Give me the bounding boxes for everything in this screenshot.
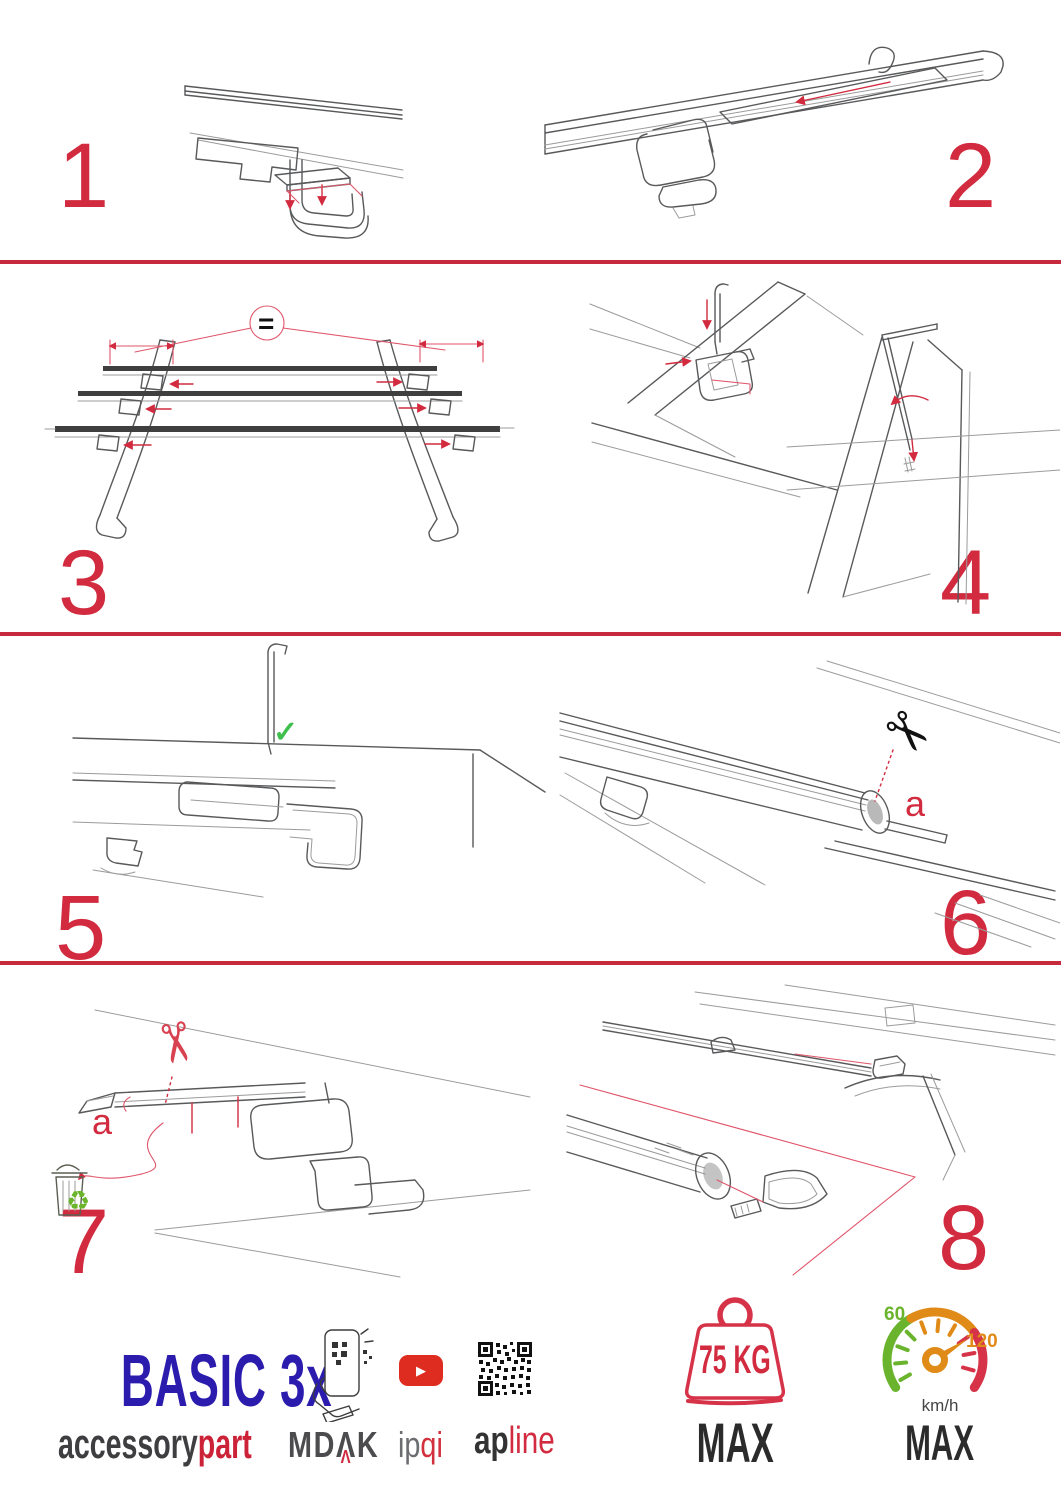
apline-text: apline (474, 1420, 555, 1463)
apline-black: ap (474, 1420, 509, 1462)
section-divider-2 (0, 632, 1061, 636)
strip-label-a: a (905, 783, 926, 824)
apline-logo: apline (474, 1420, 578, 1463)
clamp-feet (96, 373, 476, 452)
arrows-right (890, 395, 929, 462)
check-icon: ✓ (273, 716, 299, 749)
scan-phone-icon (312, 1328, 374, 1422)
bar-underside (114, 1082, 330, 1108)
clamp (695, 348, 755, 401)
step-5-illustration (72, 643, 546, 898)
step-4-number: 4 (940, 532, 992, 634)
brand-red: part (197, 1420, 252, 1467)
brand-black: accessory (58, 1420, 198, 1467)
youtube-play-glyph: ▶ (416, 1363, 426, 1378)
rail-clamp (844, 1055, 966, 1181)
qr-code (476, 1340, 534, 1398)
roof-underside (94, 1009, 531, 1278)
mdak-pre: MD (288, 1424, 336, 1465)
equal-spacing-badge: = (258, 308, 275, 339)
roof-rails (559, 660, 1060, 948)
equal-spacing-guides (108, 305, 485, 365)
roof-edge (184, 85, 404, 179)
sliding-strip (719, 67, 948, 125)
ipqi-gray: ip (398, 1424, 421, 1465)
clamp (636, 118, 717, 219)
max-weight-icon (684, 1297, 786, 1406)
clamp (250, 1098, 425, 1215)
brand-logo: accessorypart (58, 1420, 343, 1468)
apline-red: line (508, 1420, 555, 1462)
end-cap-piece (730, 1169, 828, 1219)
roof-underside (72, 737, 546, 898)
brand-text: accessorypart (58, 1420, 252, 1468)
recycle-icon: ♻ (66, 1186, 91, 1216)
scissors-red-icon: ✂ (141, 1015, 209, 1071)
step-7-number: 7 (58, 1191, 110, 1293)
max-weight-label: MAX (655, 1410, 815, 1475)
arrows-left (665, 299, 751, 395)
mdak-caret-main: Λ (336, 1424, 357, 1465)
weight-max-text: MAX (696, 1411, 774, 1474)
slide-arrow (795, 81, 891, 106)
speed-high-label: 120 (966, 1331, 998, 1352)
rubber-pad (274, 167, 351, 192)
bar-end-detail (566, 1114, 732, 1200)
speed-unit-label: km/h (921, 1396, 959, 1415)
adjust-arrows (123, 377, 451, 450)
clamp-assembly (100, 781, 363, 875)
step-6-number: 6 (940, 872, 992, 974)
allen-key-right (881, 323, 938, 473)
weight-value-text: 75 KG (699, 1338, 771, 1382)
step-1-number: 1 (58, 125, 110, 227)
speed-max-text: MAX (905, 1415, 975, 1471)
speed-low-label: 60 (884, 1304, 906, 1325)
speed-max-label: MAX (875, 1414, 1005, 1472)
discard-squiggle (77, 1122, 164, 1181)
step-3-illustration (44, 305, 515, 542)
roof-overview (602, 984, 1056, 1077)
step-8-number: 8 (938, 1187, 990, 1289)
max-weight-value: 75 KG (655, 1338, 815, 1383)
product-title-text: BASIC 3x (120, 1339, 333, 1422)
magnifier-lines (579, 1053, 916, 1276)
section-divider-3 (0, 961, 1061, 965)
strip-label-a-2: a (92, 1101, 113, 1142)
step-2-illustration (544, 46, 1004, 219)
insert-arrows (285, 183, 363, 210)
step-1-illustration (184, 85, 404, 239)
youtube-icon: ▶ (399, 1355, 443, 1386)
mdak-post: K (356, 1424, 380, 1465)
rubber-strip-end (884, 820, 948, 844)
mdak-caret-accent: Λ (340, 1446, 353, 1467)
crossbars (55, 366, 500, 432)
clamp-bracket (195, 137, 369, 239)
cut-marks (123, 1076, 239, 1134)
section-divider-1 (0, 260, 1061, 264)
speedometer-icon (882, 1307, 988, 1392)
ipqi-red: qi (420, 1424, 443, 1465)
trash-bin-icon (51, 1164, 88, 1216)
crossbar (559, 712, 891, 834)
step-8-illustration (566, 984, 1056, 1276)
step-5-number: 5 (55, 877, 107, 979)
roof-and-pillar (589, 281, 864, 498)
step-6-illustration (559, 660, 1060, 948)
ipqi-text: ipqi (398, 1424, 443, 1466)
insert-guide (716, 1179, 764, 1203)
step-2-number: 2 (945, 125, 997, 227)
ipqi-logo: ipqi (398, 1424, 454, 1466)
step-3-number: 3 (58, 532, 110, 634)
allen-key-left (714, 283, 729, 355)
clamp-under-bar (599, 776, 650, 826)
step-7-illustration (51, 1009, 531, 1278)
step-4-illustration (589, 281, 1060, 605)
excess-strip (78, 1092, 116, 1114)
door-frame-right (786, 336, 1060, 605)
product-title: BASIC 3x (56, 1338, 397, 1423)
